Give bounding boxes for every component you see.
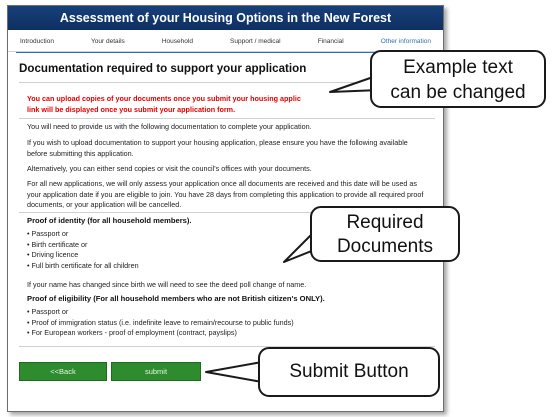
back-button[interactable]: <<Back <box>19 362 107 381</box>
upload-instructions: If you wish to upload documentation to s… <box>27 138 408 158</box>
alternative-text: Alternatively, you can either send copie… <box>27 164 312 173</box>
assessment-text: For all new applications, we will only a… <box>27 179 424 209</box>
heading-divider <box>19 82 435 83</box>
tab-your-details[interactable]: Your details <box>91 38 125 45</box>
upload-notice-line1: You can upload copies of your documents … <box>27 94 301 103</box>
identity-list: Passport or Birth certificate or Driving… <box>27 229 139 271</box>
list-item: Proof of immigration status (i.e. indefi… <box>27 318 294 329</box>
list-item: Driving licence <box>27 250 139 261</box>
list-item: Birth certificate or <box>27 240 139 251</box>
section-divider <box>19 212 435 213</box>
intro-text: You will need to provide us with the fol… <box>27 122 312 131</box>
notice-divider <box>19 118 435 119</box>
list-item: Full birth certificate for all children <box>27 261 139 272</box>
callout-line: Submit Button <box>289 361 409 382</box>
callout-line: Documents <box>336 236 434 257</box>
window-title: Assessment of your Housing Options in th… <box>8 6 443 30</box>
tab-introduction[interactable]: Introduction <box>20 38 54 45</box>
submit-button-callout: Submit Button <box>258 347 440 397</box>
tab-financial[interactable]: Financial <box>317 38 344 45</box>
eligibility-heading: Proof of eligibility (For all household … <box>27 294 325 303</box>
submit-button[interactable]: submit <box>111 362 201 381</box>
tab-other-information[interactable]: Other information <box>380 38 431 45</box>
buttons-divider <box>19 346 435 347</box>
callout-line: Required <box>346 212 424 233</box>
name-change-note: If your name has changed since birth we … <box>27 280 307 289</box>
list-item: Passport or <box>27 307 294 318</box>
list-item: Passport or <box>27 229 139 240</box>
required-documents-callout: Required Documents <box>310 206 460 262</box>
upload-notice-line2: link will be displayed once you submit y… <box>27 104 236 114</box>
progress-tabs: Introduction Your details Household Supp… <box>8 30 443 52</box>
tabs-divider <box>16 52 435 53</box>
page-title: Documentation required to support your a… <box>19 62 307 75</box>
eligibility-list: Passport or Proof of immigration status … <box>27 307 294 339</box>
example-text-callout: Example text can be changed <box>370 50 546 108</box>
upload-notice: You can upload copies of your documents … <box>27 94 427 115</box>
callout-line: Example text <box>403 57 513 78</box>
callout-line: can be changed <box>390 82 526 103</box>
tab-support-medical[interactable]: Support / medical <box>230 38 281 45</box>
list-item: For European workers - proof of employme… <box>27 328 294 339</box>
tab-household[interactable]: Household <box>161 38 193 45</box>
identity-heading: Proof of identity (for all household mem… <box>27 216 192 225</box>
